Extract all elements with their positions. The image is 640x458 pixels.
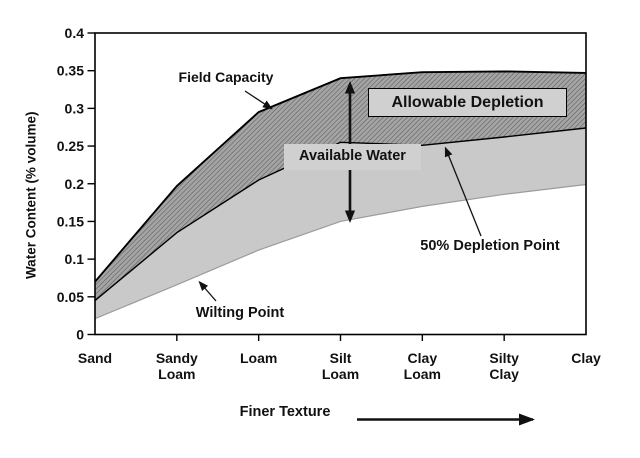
svg-text:0.1: 0.1 [65, 251, 85, 267]
svg-text:Loam: Loam [322, 366, 359, 382]
finer-texture-label: Finer Texture [239, 404, 331, 420]
wilting-point-label: Wilting Point [195, 305, 285, 321]
svg-text:0.3: 0.3 [65, 100, 85, 116]
svg-text:0.35: 0.35 [57, 63, 84, 79]
svg-text:0: 0 [76, 327, 84, 343]
svg-text:Loam: Loam [404, 366, 441, 382]
svg-text:Clay: Clay [571, 350, 601, 366]
allowable-depletion-label-box: Allowable Depletion [368, 88, 567, 117]
svg-text:Sandy: Sandy [156, 350, 198, 366]
field-capacity-label: Field Capacity [178, 69, 274, 85]
available-water-label-box: Available Water [284, 144, 421, 170]
svg-text:0.4: 0.4 [65, 25, 85, 41]
svg-text:Loam: Loam [240, 350, 277, 366]
depletion-point-label: 50% Depletion Point [420, 238, 560, 254]
svg-text:0.2: 0.2 [65, 176, 85, 192]
y-axis-title: Water Content (% volume) [23, 111, 39, 280]
svg-text:0.05: 0.05 [57, 289, 84, 305]
svg-text:Silt: Silt [330, 350, 352, 366]
svg-text:Sand: Sand [78, 350, 112, 366]
svg-text:0.25: 0.25 [57, 138, 84, 154]
svg-text:0.15: 0.15 [57, 213, 84, 229]
svg-text:Clay: Clay [489, 366, 519, 382]
svg-text:Loam: Loam [158, 366, 195, 382]
svg-text:Clay: Clay [408, 350, 438, 366]
svg-text:Silty: Silty [489, 350, 519, 366]
